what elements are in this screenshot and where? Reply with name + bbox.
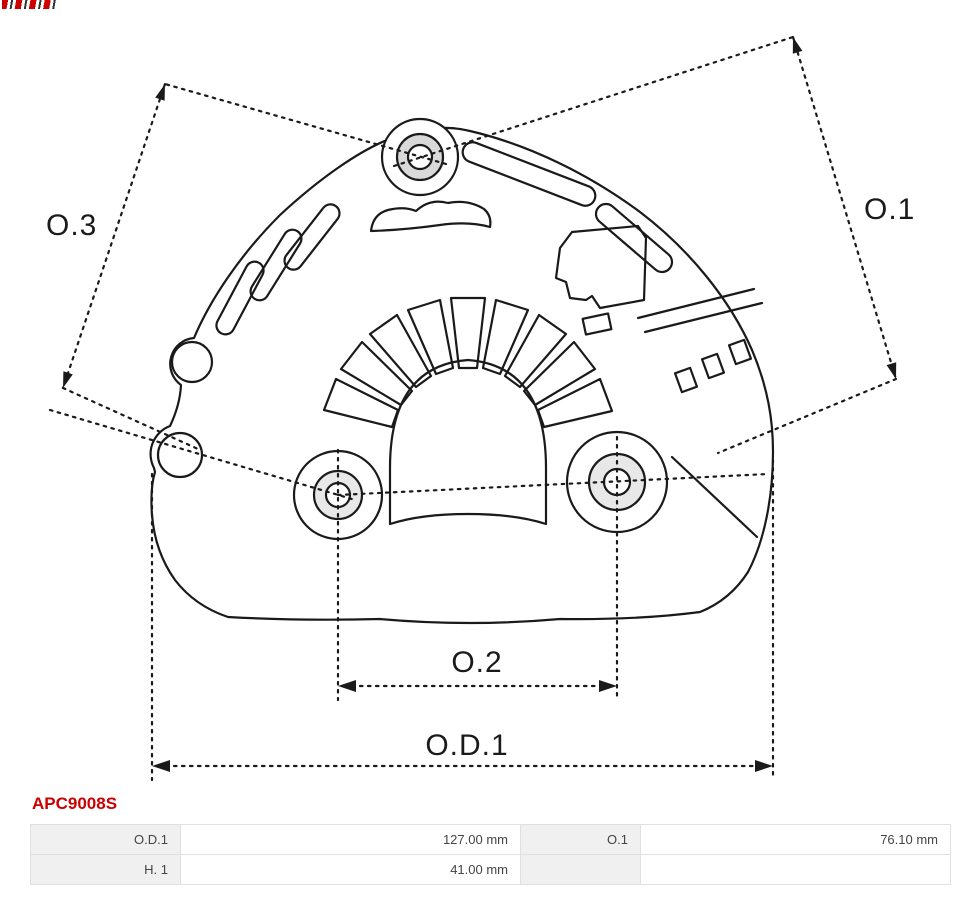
- left-lower-hole: [156, 431, 204, 479]
- left-mid-hole: [170, 340, 214, 384]
- spec-value-cell: 76.10 mm: [640, 824, 951, 855]
- axis-line-right: [336, 472, 770, 497]
- o1-dim-line: [791, 35, 898, 381]
- o1-ref-bottom: [716, 377, 898, 455]
- vent-slot-middle: [369, 200, 492, 233]
- spec-table: O.D.1 127.00 mm O.1 76.10 mm H. 1 41.00 …: [30, 824, 951, 885]
- dim-label-od1: O.D.1: [425, 729, 508, 762]
- vent-slots-top-rim: [461, 141, 674, 274]
- o3-ref-top: [163, 82, 448, 166]
- spec-row: O.D.1 127.00 mm O.1 76.10 mm: [30, 824, 951, 855]
- technical-drawing: O.3 O.1 O.2 O.D.1: [46, 35, 915, 782]
- dimension-arrowheads: [63, 37, 897, 772]
- dim-label-o3: O.3: [46, 209, 97, 242]
- spec-value-cell: 41.00 mm: [180, 854, 521, 885]
- right-rib-lines: [636, 287, 764, 539]
- dimension-lines: [48, 35, 898, 782]
- o1-ref-top: [392, 35, 795, 168]
- spec-label-cell: O.D.1: [30, 824, 181, 855]
- regulator-cutout: [554, 224, 648, 310]
- right-square-slots: [673, 338, 753, 394]
- central-arch-opening: [388, 358, 548, 526]
- dim-label-o2: O.2: [451, 646, 502, 679]
- small-slot: [581, 312, 613, 336]
- spec-label-cell: [520, 854, 641, 885]
- spec-label-cell: H. 1: [30, 854, 181, 885]
- o3-dim-line: [61, 82, 167, 390]
- logo-fragment-icon: [2, 0, 56, 9]
- spec-value-cell: [640, 854, 951, 885]
- vent-slots-upper-left: [215, 203, 341, 336]
- o3-ref-bottom: [61, 386, 200, 451]
- dim-label-o1: O.1: [864, 193, 915, 226]
- part-outline-group: [149, 117, 775, 625]
- part-number: APC9008S: [32, 794, 118, 813]
- spec-value-cell: 127.00 mm: [180, 824, 521, 855]
- spec-label-cell: O.1: [520, 824, 641, 855]
- spec-row: H. 1 41.00 mm: [30, 854, 951, 885]
- technical-drawing-area: O.3 O.1 O.2 O.D.1: [46, 35, 915, 782]
